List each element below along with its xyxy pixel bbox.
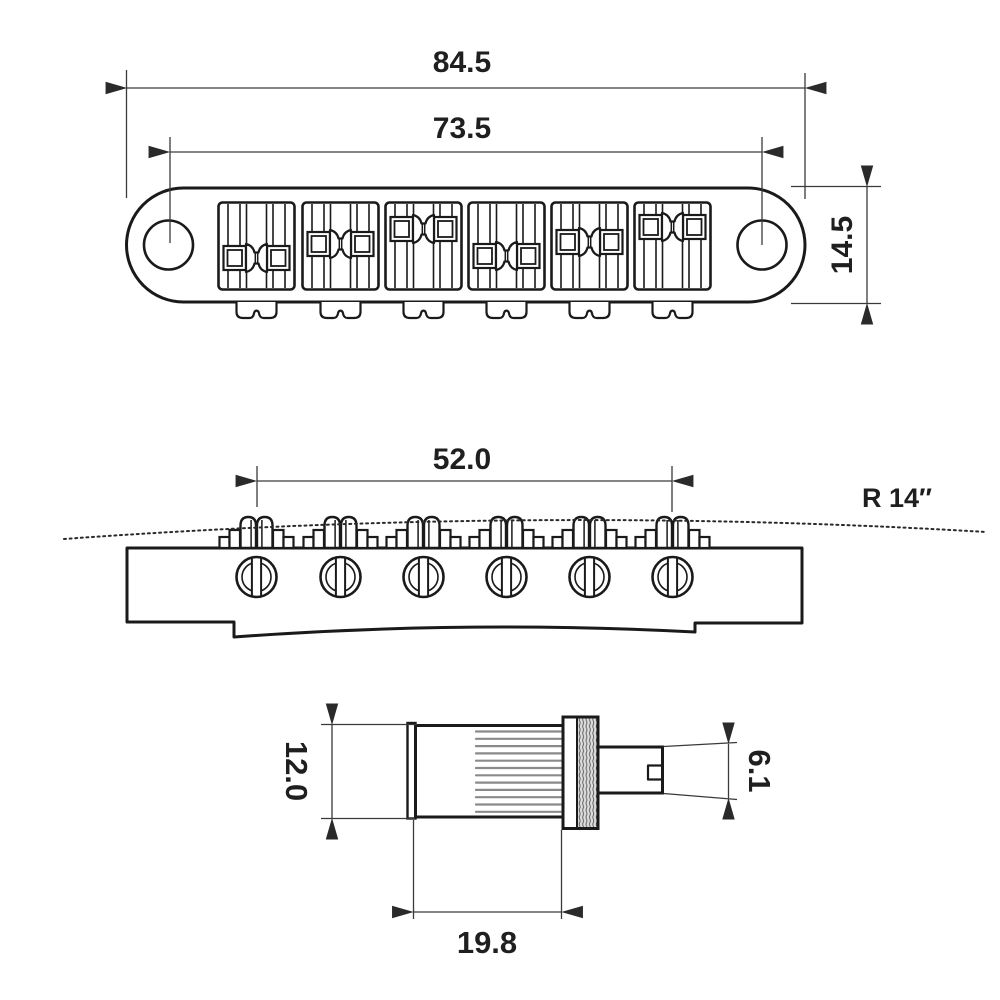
thread-lines — [474, 730, 563, 813]
radius-label: R 14′′ — [862, 483, 932, 513]
post-hole-left — [142, 219, 195, 271]
top-view — [125, 186, 807, 320]
dim-label-body-height: 14.5 — [826, 216, 859, 274]
dim-saddle-span: 52.0 — [235, 443, 694, 512]
post-shaft — [596, 745, 664, 795]
saddles-side — [218, 515, 711, 550]
dim-thread-length: 19.8 — [392, 820, 583, 960]
bridge-body-side — [125, 546, 804, 639]
post-detail — [406, 715, 664, 830]
dim-label-post-diameter: 6.1 — [742, 749, 777, 792]
screw-tabs — [235, 300, 694, 320]
dim-wheel-diameter: 12.0 — [279, 703, 417, 840]
dim-label-post-spacing: 73.5 — [433, 112, 491, 145]
dim-label-wheel-diameter: 12.0 — [279, 741, 314, 801]
fretboard-radius-arc — [63, 519, 987, 540]
dim-body-height: 14.5 — [791, 165, 881, 325]
dim-label-saddle-span: 52.0 — [433, 443, 491, 476]
dim-post-diameter: 6.1 — [663, 722, 777, 820]
threaded-barrel — [414, 724, 565, 819]
dim-label-thread-length: 19.8 — [457, 925, 517, 960]
screwdriver-slot — [646, 764, 663, 781]
dim-post-spacing: 73.5 — [148, 112, 784, 245]
knurled-texture — [577, 717, 598, 828]
dim-label-overall-width: 84.5 — [433, 46, 491, 79]
side-view: R 14′′ — [63, 483, 987, 639]
dim-overall-width: 84.5 — [105, 46, 827, 199]
